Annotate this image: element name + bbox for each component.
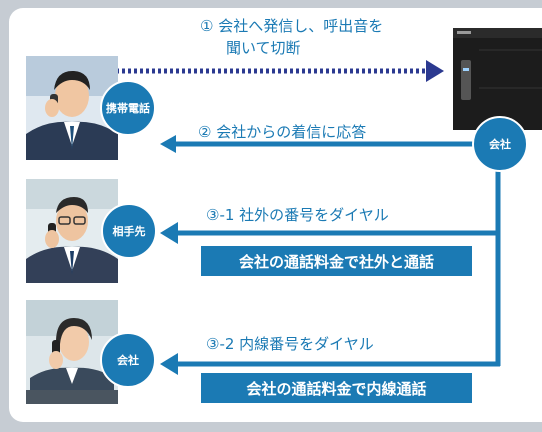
internal-call-banner: 会社の通話料金で内線通話: [201, 373, 472, 403]
company-staff-badge: 会社: [100, 332, 156, 388]
dial-company-arrowhead: [426, 60, 444, 82]
step-1-line-1: ① 会社へ発信し、呼出音を: [200, 17, 384, 35]
step-1-text: ① 会社へ発信し、呼出音を 聞いて切断: [200, 15, 420, 59]
step-2-text: ② 会社からの着信に応答: [198, 123, 367, 141]
mobile-phone-label: 携帯電話: [106, 102, 150, 115]
mobile-phone-badge: 携帯電話: [100, 80, 156, 136]
partner-label: 相手先: [112, 225, 146, 238]
company-pbx-badge: 会社: [472, 116, 528, 172]
incoming-call-arrowhead: [160, 135, 176, 153]
mobile-user-photo: [26, 56, 118, 160]
company-staff-photo: [26, 300, 118, 404]
step-3-2-text: ③-2 内線番号をダイヤル: [206, 335, 374, 353]
partner-badge: 相手先: [101, 203, 157, 259]
internal-dial-arrowhead: [160, 353, 178, 375]
company-staff-label: 会社: [117, 354, 139, 367]
pbx-device: [453, 28, 542, 130]
step-1-line-2: 聞いて切断: [226, 39, 301, 57]
step-3-1-text: ③-1 社外の番号をダイヤル: [206, 206, 389, 224]
external-call-banner: 会社の通話料金で社外と通話: [201, 246, 472, 276]
partner-photo: [26, 179, 118, 283]
external-dial-arrowhead: [160, 222, 178, 244]
company-pbx-label: 会社: [489, 138, 511, 151]
